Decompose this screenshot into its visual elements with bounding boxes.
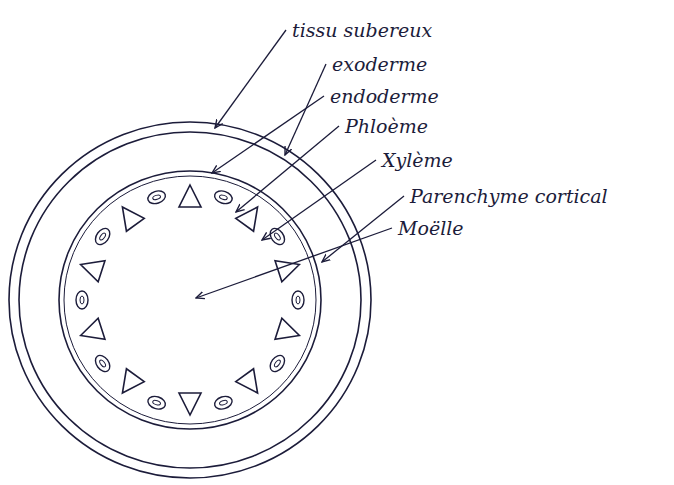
phloem-oval	[213, 394, 234, 411]
xylem-triangle	[122, 369, 144, 393]
xylem-triangle	[179, 185, 201, 207]
phloem-oval	[146, 394, 167, 411]
xylem-triangle	[275, 261, 299, 282]
phloem-oval	[146, 189, 167, 206]
xylem-triangle	[81, 261, 105, 282]
xylem-triangle	[122, 207, 144, 231]
xylem-triangle	[236, 207, 258, 231]
xylem-triangle	[179, 393, 201, 415]
xylem-triangle	[81, 318, 105, 339]
leader-line	[196, 228, 392, 298]
part-label: Phloème	[345, 114, 428, 138]
part-label: Moëlle	[398, 216, 464, 240]
exoderm-ring	[19, 132, 361, 468]
endoderm-ring	[59, 171, 321, 429]
leader-line	[322, 196, 404, 262]
part-label: exoderme	[332, 52, 427, 76]
phloem-oval	[267, 353, 287, 375]
part-label: tissu subereux	[292, 18, 432, 42]
xylem-triangle	[275, 318, 299, 339]
phloem-oval	[92, 353, 112, 375]
leader-line	[262, 160, 376, 240]
phloem-oval	[76, 291, 88, 309]
suber-ring	[9, 122, 371, 478]
phloem-oval	[213, 189, 234, 206]
leader-line	[236, 126, 339, 212]
part-label: Xylème	[382, 148, 453, 172]
part-label: Parenchyme cortical	[410, 184, 608, 208]
leader-line	[212, 96, 324, 173]
pericycle-ring	[64, 176, 316, 424]
phloem-oval	[92, 226, 112, 248]
part-label: endoderme	[330, 84, 439, 108]
leader-line	[215, 30, 286, 128]
xylem-triangle	[236, 369, 258, 393]
phloem-oval	[292, 291, 304, 309]
